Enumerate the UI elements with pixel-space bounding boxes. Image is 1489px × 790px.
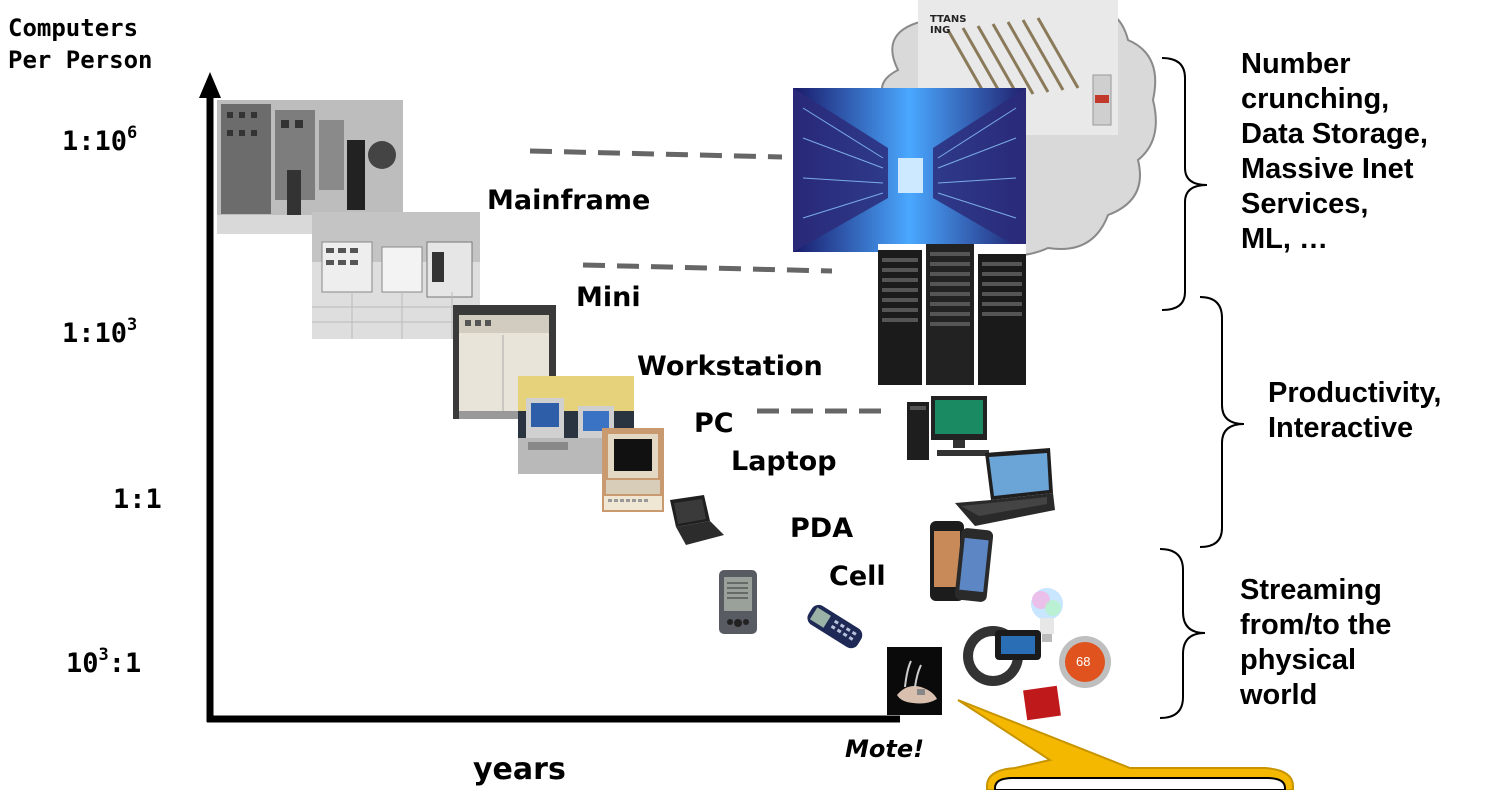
bracket-bottom xyxy=(1159,548,1206,719)
cloud-caption-line1: TTANS xyxy=(930,14,967,25)
datacenter-photo xyxy=(793,88,1026,252)
y-tick-1: 1:106 xyxy=(62,123,138,157)
category-top-line6: ML, … xyxy=(1241,223,1328,255)
category-top-line4: Massive Inet xyxy=(1241,153,1414,185)
cell-phone-photo xyxy=(807,604,863,649)
y-tick-4-exp: 3 xyxy=(98,645,109,665)
mainframe-photo xyxy=(217,100,403,234)
y-tick-1-exp: 6 xyxy=(127,123,138,143)
y-tick-3: 1:1 xyxy=(113,484,162,515)
y-tick-4-rest: :1 xyxy=(108,648,142,679)
era-label-pc: PC xyxy=(694,408,734,439)
y-tick-2-base: 1:10 xyxy=(62,318,128,349)
bracket-top xyxy=(1161,57,1208,311)
iot-devices-photo xyxy=(963,588,1111,721)
category-top-line1: Number xyxy=(1241,48,1351,80)
category-middle-label: Productivity, Interactive xyxy=(1268,376,1442,446)
laptop-photo xyxy=(670,495,724,545)
era-label-workstation: Workstation xyxy=(637,351,823,382)
era-label-pda: PDA xyxy=(790,513,854,544)
category-top-line5: Services, xyxy=(1241,188,1369,220)
dash-mini xyxy=(582,262,833,274)
category-top-label: Number crunching, Data Storage, Massive … xyxy=(1241,47,1428,257)
category-top-line2: crunching, xyxy=(1241,83,1390,115)
bracket-middle xyxy=(1199,296,1245,548)
x-axis-title: years xyxy=(473,752,566,787)
server-racks-photo xyxy=(878,244,1026,385)
y-tick-1-base: 1:10 xyxy=(62,126,128,157)
y-tick-2: 1:103 xyxy=(62,315,138,349)
era-label-mini: Mini xyxy=(576,282,641,313)
category-bottom-line1: Streaming xyxy=(1240,574,1382,606)
pc-photo xyxy=(602,428,664,512)
y-tick-4: 103:1 xyxy=(66,645,142,679)
smartphones-photo xyxy=(930,521,993,602)
y-tick-3-text: 1:1 xyxy=(113,484,162,515)
modern-laptop-photo xyxy=(955,448,1055,526)
mini-photo xyxy=(312,212,480,339)
callout-bubble xyxy=(957,699,1294,790)
thermostat-reading: 68 xyxy=(1076,654,1091,669)
category-middle-line2: Interactive xyxy=(1268,412,1414,444)
cloud-caption-line2: ING xyxy=(930,25,951,36)
pda-photo xyxy=(719,570,757,634)
category-middle-line1: Productivity, xyxy=(1268,377,1442,409)
era-label-mainframe: Mainframe xyxy=(487,185,651,216)
cloud-caption: TTANS ING xyxy=(930,14,966,36)
y-axis-arrowhead xyxy=(199,72,221,98)
era-label-laptop: Laptop xyxy=(731,446,837,477)
y-axis-title-line1: Computers xyxy=(8,14,139,42)
minicomputer-cabinet-photo xyxy=(453,305,556,419)
era-label-cell: Cell xyxy=(829,561,886,592)
category-bottom-line2: from/to the xyxy=(1240,609,1392,641)
mote-photo xyxy=(887,647,942,715)
desktop-pc-photo xyxy=(907,396,989,460)
category-bottom-line3: physical xyxy=(1240,644,1357,676)
y-axis-title: Computers Per Person xyxy=(8,12,153,76)
era-label-mote: Mote! xyxy=(845,735,925,763)
dash-mainframe xyxy=(529,148,783,160)
y-axis-title-line2: Per Person xyxy=(8,46,153,74)
y-tick-4-base: 10 xyxy=(66,648,99,679)
y-tick-2-exp: 3 xyxy=(127,315,138,335)
category-bottom-label: Streaming from/to the physical world xyxy=(1240,573,1391,713)
category-bottom-line4: world xyxy=(1240,679,1318,711)
category-top-line3: Data Storage, xyxy=(1241,118,1428,150)
